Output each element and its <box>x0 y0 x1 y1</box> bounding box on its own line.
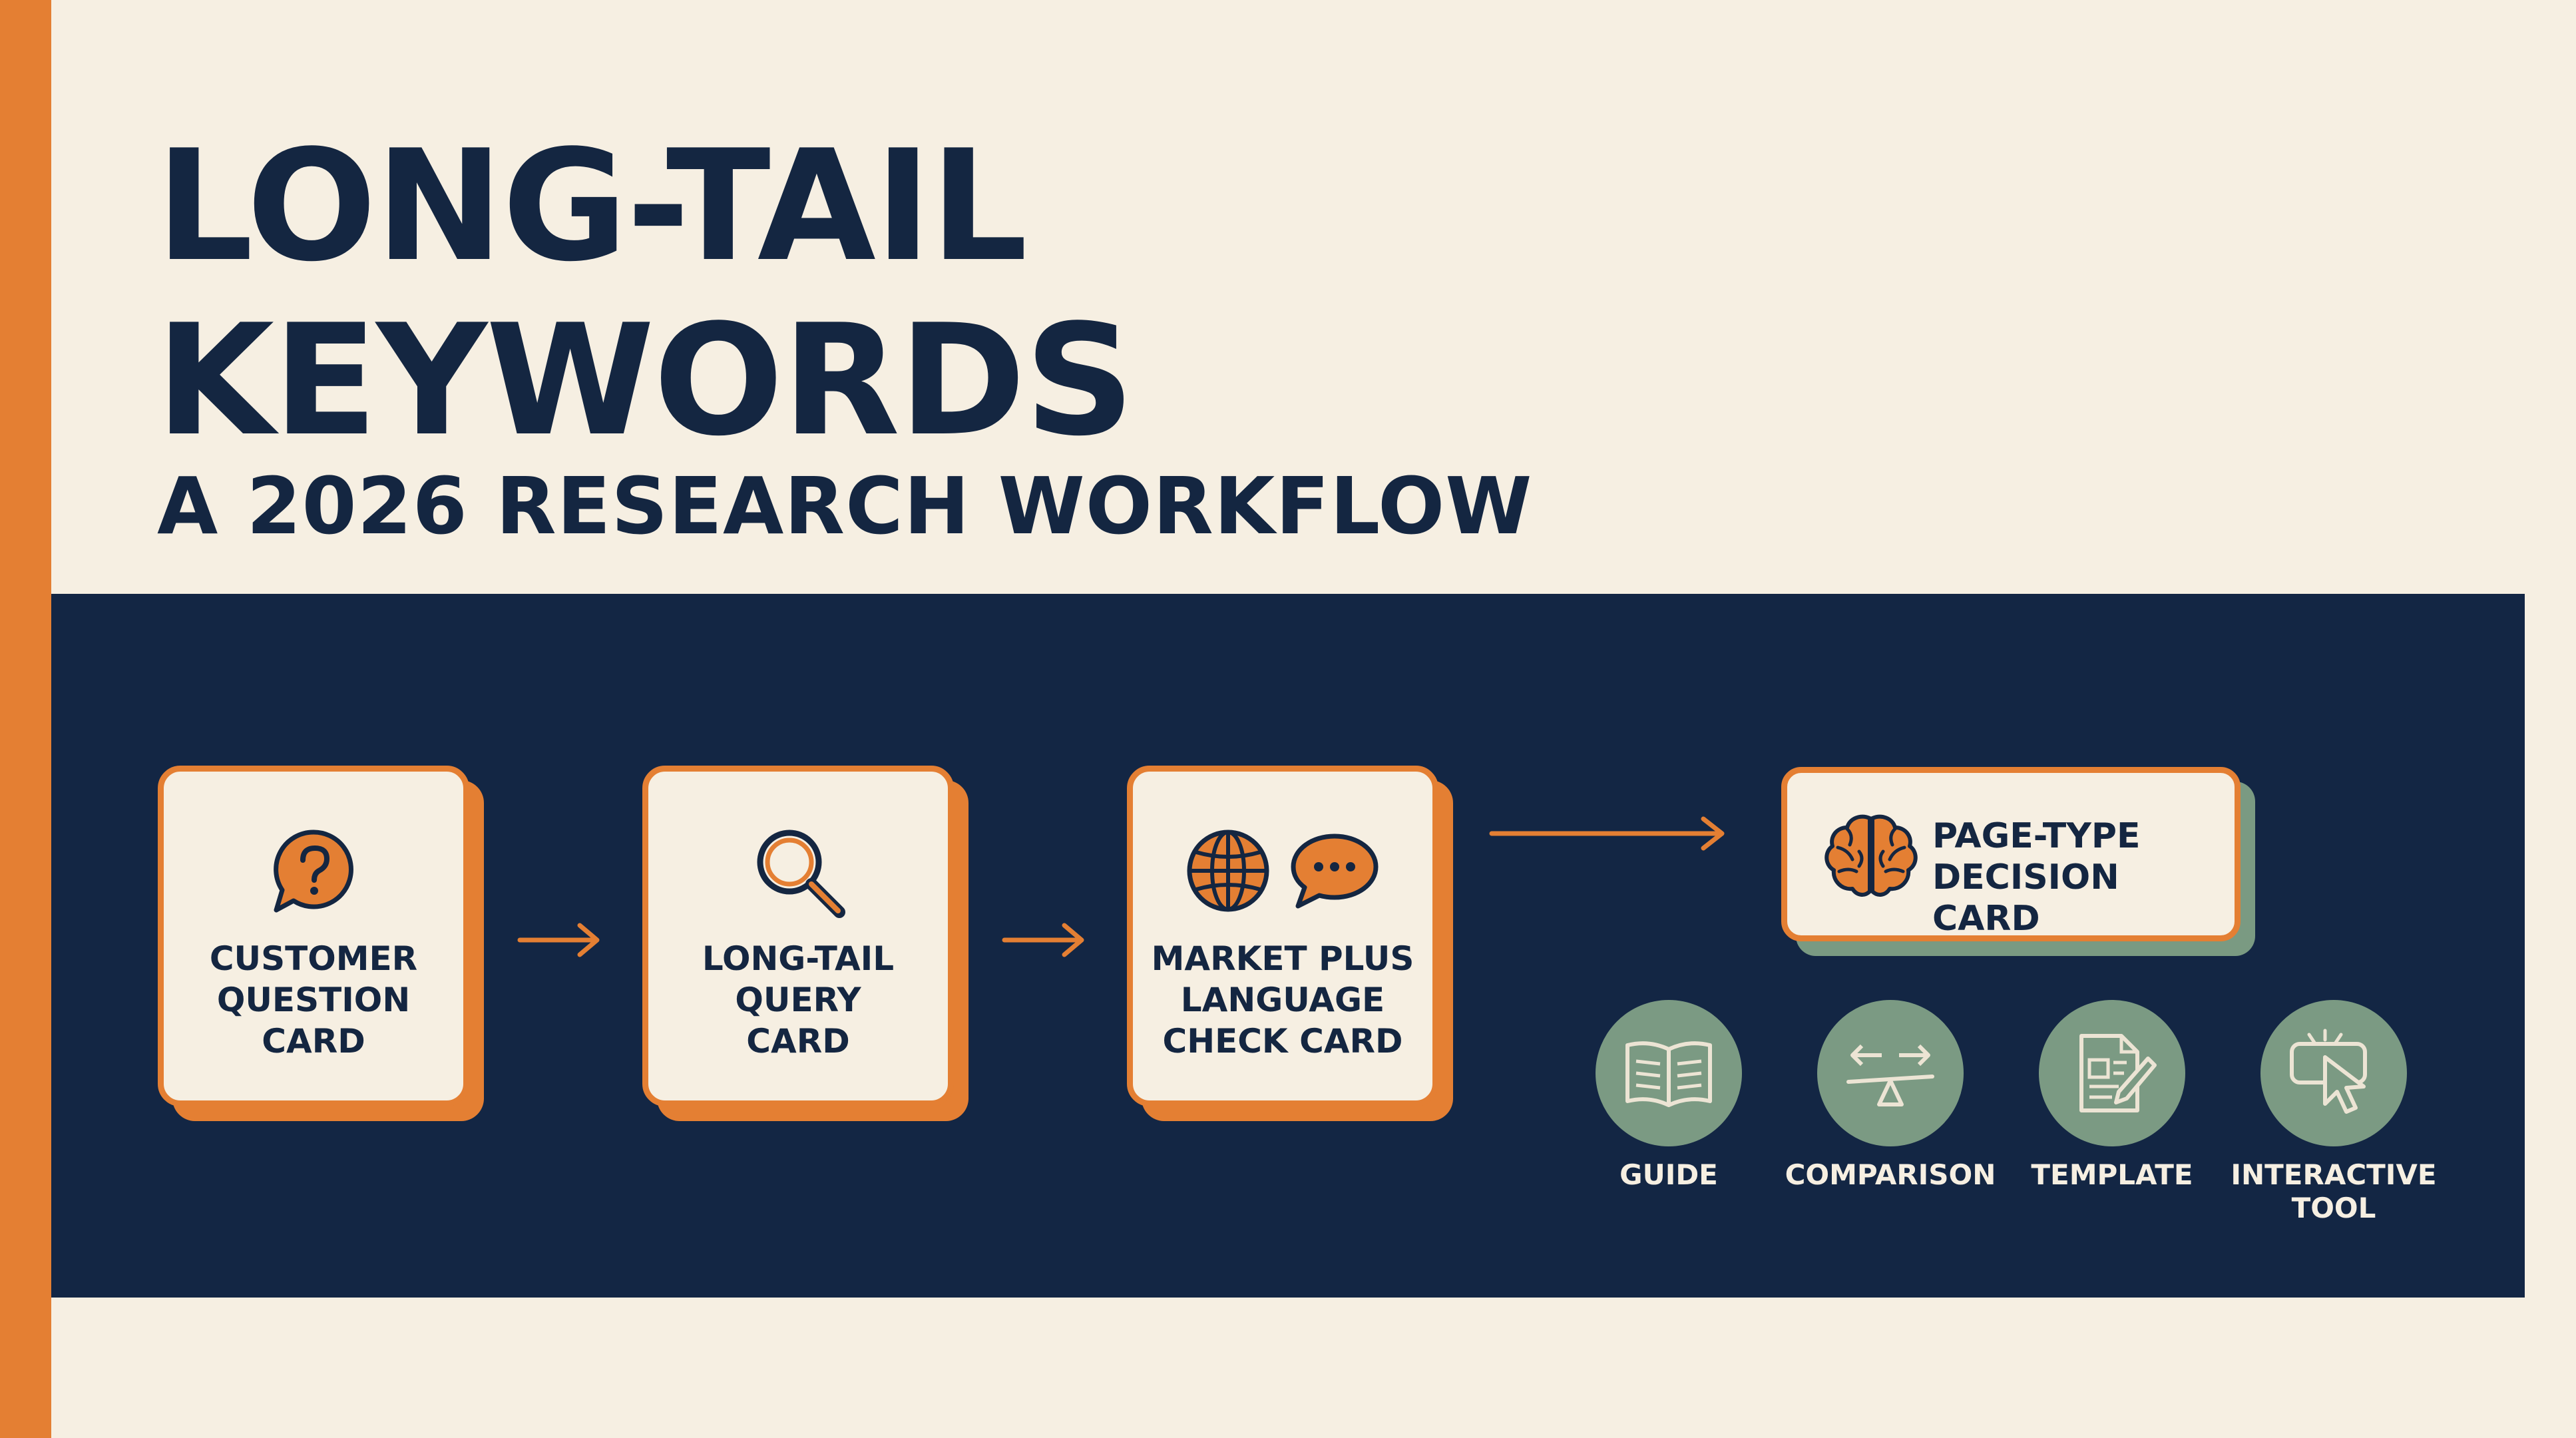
page-type-guide: GUIDE <box>1556 1000 1782 1192</box>
title-line-1: LONG-TAIL <box>156 118 1028 296</box>
page-type-template: TEMPLATE <box>1999 1000 2225 1192</box>
page-type-decision-card: PAGE-TYPE DECISION CARD <box>1781 767 2241 941</box>
card-label: CUSTOMER QUESTION CARD <box>209 939 418 1061</box>
card-label: MARKET PLUS LANGUAGE CHECK CARD <box>1151 939 1414 1061</box>
customer-question-card: CUSTOMER QUESTION CARD <box>158 766 469 1106</box>
page-type-label: INTERACTIVE TOOL <box>2231 1158 2437 1224</box>
open-book-icon <box>1625 1041 1712 1107</box>
page-type-label: COMPARISON <box>1785 1158 1996 1191</box>
balance-arrows-icon <box>1846 1044 1934 1106</box>
flow-arrow-2 <box>1002 923 1084 957</box>
magnifier-icon <box>757 830 845 918</box>
cursor-click-icon <box>2290 1029 2367 1114</box>
flow-arrow-long <box>1489 816 1725 851</box>
workflow-panel: CUSTOMER QUESTION CARD LONG-TAIL QUERY C… <box>51 594 2525 1298</box>
flow-arrow-1 <box>517 923 600 957</box>
page-title: LONG-TAIL KEYWORDS <box>156 118 1135 470</box>
left-accent-bar <box>0 0 51 1438</box>
page-type-label: TEMPLATE <box>2031 1158 2193 1191</box>
page-type-interactive-tool: INTERACTIVE TOOL <box>2221 1000 2447 1225</box>
title-line-2: KEYWORDS <box>156 292 1135 470</box>
decision-card-label: PAGE-TYPE DECISION CARD <box>1932 816 2141 939</box>
chat-bubble-icon <box>1291 834 1379 909</box>
page-type-comparison: COMPARISON <box>1777 1000 2004 1192</box>
market-language-check-card: MARKET PLUS LANGUAGE CHECK CARD <box>1127 766 1438 1106</box>
long-tail-query-card: LONG-TAIL QUERY CARD <box>642 766 954 1106</box>
page-subtitle: A 2026 RESEARCH WORKFLOW <box>157 460 1533 552</box>
brain-icon <box>1825 814 1918 897</box>
card-label: LONG-TAIL QUERY CARD <box>702 939 895 1061</box>
document-pencil-icon <box>2079 1034 2157 1112</box>
question-bubble-icon <box>274 830 353 913</box>
globe-icon <box>1187 830 1269 912</box>
page-type-label: GUIDE <box>1619 1158 1718 1191</box>
